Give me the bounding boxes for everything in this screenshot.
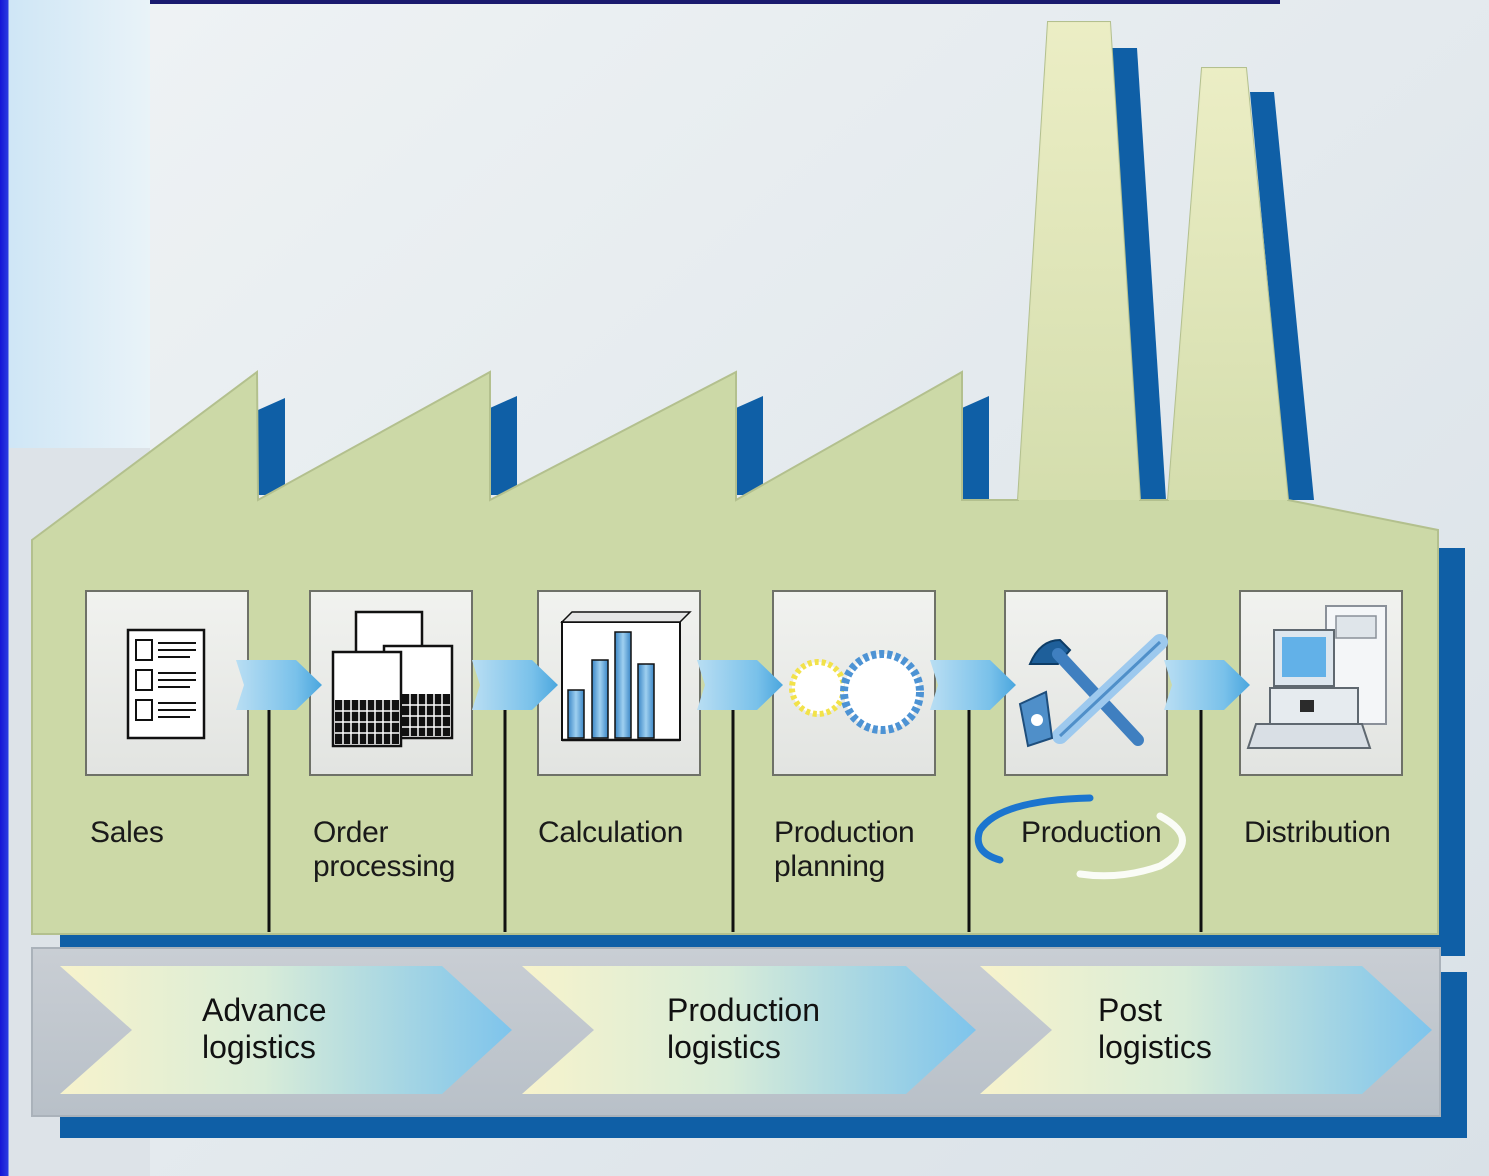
flow-arrow — [1164, 660, 1250, 710]
phase-chevron-advance — [60, 966, 512, 1094]
step-label-order-processing: Order processing — [313, 816, 456, 883]
step-label-production-planning: Production planning — [774, 816, 915, 883]
roof3-shadow — [736, 396, 763, 495]
band-bottom-shadow — [60, 1116, 1467, 1138]
document-list-icon — [126, 628, 206, 740]
flow-arrow — [472, 660, 558, 710]
chimney2-highlight — [1168, 68, 1288, 500]
gears-icon — [789, 650, 924, 734]
roof1-shadow — [258, 398, 285, 495]
flow-arrow — [697, 660, 783, 710]
flow-arrow — [930, 660, 1016, 710]
forms-icon — [331, 610, 454, 748]
bar-chart-icon — [560, 611, 692, 742]
phase-label-advance-logistics: Advance logistics — [202, 992, 327, 1065]
production-swoosh — [974, 794, 1094, 864]
phase-label-post-logistics: Post logistics — [1098, 992, 1212, 1065]
flow-arrow — [236, 660, 322, 710]
step-label-calculation: Calculation — [538, 816, 684, 849]
band-right-shadow — [1440, 972, 1467, 1138]
phase-label-production-logistics: Production logistics — [667, 992, 820, 1065]
phase-chevron-production — [522, 966, 976, 1094]
computer-icon — [1246, 605, 1387, 749]
step-label-sales: Sales — [90, 816, 164, 849]
step-label-distribution: Distribution — [1244, 816, 1391, 849]
phase-chevron-post — [980, 966, 1432, 1094]
chimney2-shadow — [1250, 92, 1314, 500]
chimney1-highlight — [1018, 22, 1140, 500]
step-label-production: Production — [1021, 816, 1162, 849]
top-band — [150, 0, 1280, 4]
body-right-shadow — [1438, 548, 1465, 956]
production-swoosh-light — [1076, 812, 1186, 880]
chimney1-shadow — [1112, 48, 1166, 500]
roof4-shadow — [962, 396, 989, 500]
tools-icon — [1018, 634, 1168, 748]
roof2-shadow — [490, 396, 517, 495]
